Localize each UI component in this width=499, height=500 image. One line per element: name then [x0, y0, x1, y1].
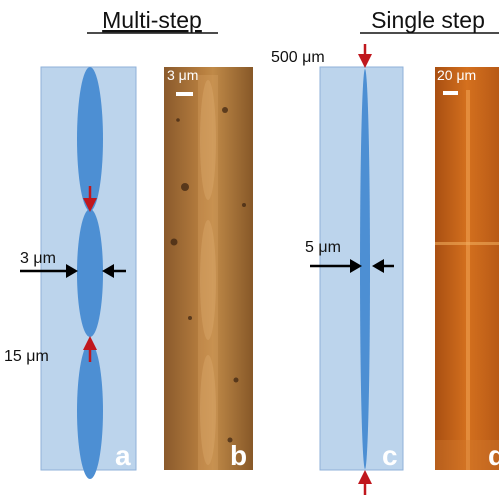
panel-a-letter: a [115, 440, 131, 471]
panel-c: 500 μm 5 μm c [271, 44, 404, 495]
panel-a-red-arrow-up [83, 336, 97, 362]
heading-multi-step: Multi-step [102, 7, 202, 33]
panel-a-segment-top [77, 67, 103, 211]
panel-b-scale-bar [176, 92, 193, 96]
panel-b-waveguide-trace [198, 75, 218, 470]
panel-d-scale-bar [443, 91, 458, 95]
panel-c-length-label: 500 μm [271, 49, 325, 66]
panel-a-width-arrow-right [102, 264, 126, 278]
panel-a-width-arrow-left [20, 264, 78, 278]
panel-a: 3 μm 15 μm a [4, 66, 137, 479]
panel-b-debris [170, 107, 246, 443]
panel-a-segment-middle [77, 209, 103, 337]
panel-b-micrograph [164, 67, 253, 470]
panel-b-segment-bottom [200, 355, 216, 465]
heading-single-step: Single step [371, 7, 485, 33]
panel-b-scale-label: 3 μm [167, 67, 198, 83]
panel-a-segment-bottom [77, 343, 103, 479]
panel-d-scale-label: 20 μm [437, 67, 476, 83]
panel-b: 3 μm b [164, 67, 253, 471]
panel-d-horizontal-streak [435, 242, 499, 245]
panel-c-waveguide [360, 69, 370, 469]
panel-d-waveguide-trace [466, 90, 470, 470]
panel-c-red-arrow-bottom [358, 470, 372, 495]
panel-b-segment-top [200, 80, 216, 200]
panel-d-letter: d [488, 440, 499, 471]
panel-d: 20 μm d [435, 67, 499, 471]
panel-d-bottom-texture [435, 440, 499, 470]
panel-a-gap-label: 15 μm [4, 348, 49, 365]
panel-a-red-arrow-down [83, 186, 97, 212]
panel-a-width-label: 3 μm [20, 250, 56, 267]
panel-c-width-arrow-left [310, 259, 362, 273]
panel-c-width-label: 5 μm [305, 239, 341, 256]
panel-b-letter: b [230, 440, 247, 471]
panel-b-segment-middle [200, 220, 216, 340]
panel-c-letter: c [382, 440, 398, 471]
panel-c-width-arrow-right [372, 259, 394, 273]
panel-c-red-arrow-top [358, 44, 372, 68]
